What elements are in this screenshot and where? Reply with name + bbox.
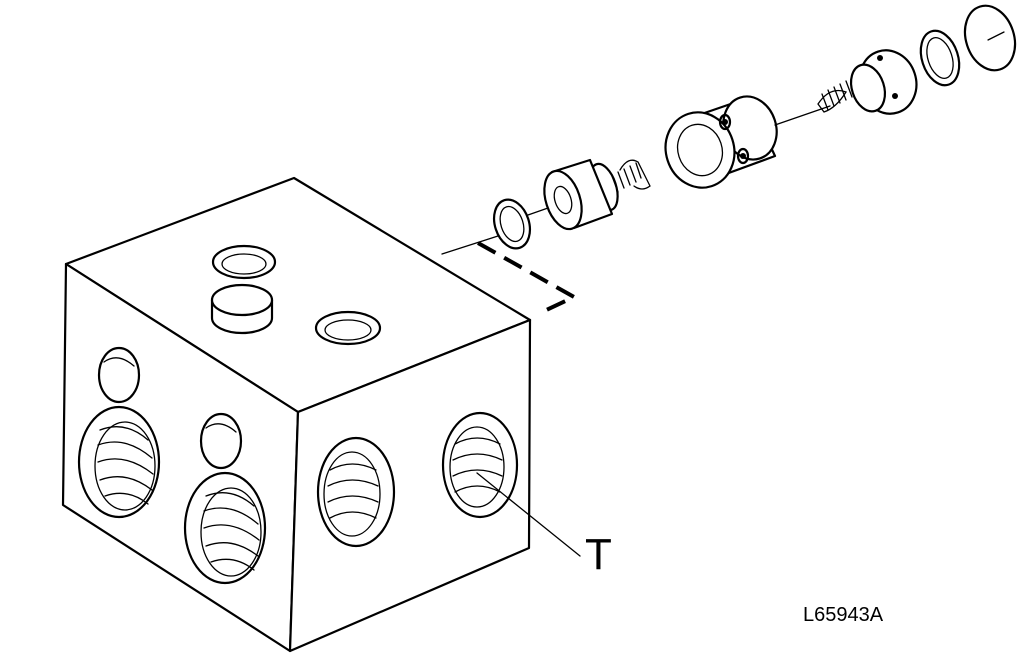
top-plug (210, 283, 274, 335)
block-right-face (288, 318, 532, 653)
left-face-plug-1 (97, 346, 141, 404)
figure-id: L65943A (803, 604, 884, 626)
valve-cartridge-exploded (492, 4, 1017, 250)
left-face-plug-2 (199, 412, 243, 470)
o-ring-lower (492, 198, 532, 250)
top-port-2 (314, 310, 382, 346)
top-port-1 (211, 244, 277, 280)
poppet-with-spring (543, 158, 651, 231)
right-face-port-2 (441, 411, 519, 519)
snap-ring (963, 4, 1017, 72)
o-ring-upper (919, 29, 961, 87)
axis-segment-2 (774, 105, 831, 126)
cavity-dashed-outline (477, 241, 579, 315)
callout-label-t: T (585, 530, 612, 579)
valve-block (61, 176, 579, 653)
left-face-port-1 (77, 405, 161, 519)
spring-cap-assembly (817, 49, 918, 115)
right-face-port-1 (316, 436, 396, 548)
cage-sleeve (664, 95, 778, 189)
callout-leader-line (476, 472, 581, 557)
axis-segment-1 (527, 207, 549, 216)
left-face-port-2 (183, 471, 267, 585)
assembly-axis-line (441, 235, 499, 255)
